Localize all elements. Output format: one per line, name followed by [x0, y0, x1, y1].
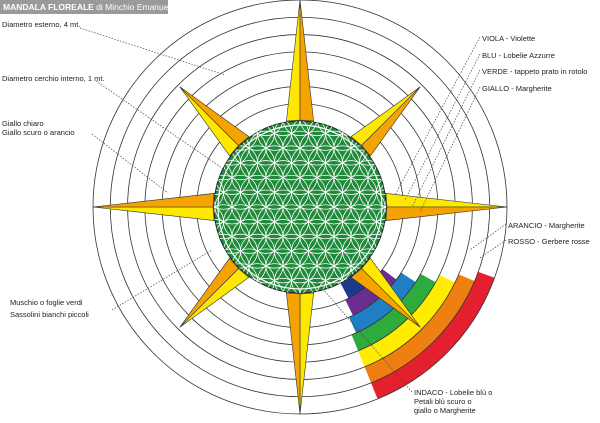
label-indaco-2: Petali blù scuro o [414, 397, 472, 406]
leader-lines [79, 27, 507, 393]
leader-line [479, 239, 507, 259]
leader-line [404, 53, 481, 201]
title-bar: MANDALA FLOREALE di Minchio Emanuela [0, 0, 175, 14]
label-viola: VIOLA - Violette [482, 34, 536, 43]
ray-orange [286, 292, 301, 415]
label-indaco: INDACO - Lobelie blù o Petali blù scuro … [414, 388, 492, 415]
ray-yellow [179, 268, 250, 328]
flower-circle [316, 121, 352, 137]
ray-orange [92, 193, 215, 208]
center-inner-ring [217, 124, 383, 290]
label-light-yellow: Giallo chiaro [2, 119, 44, 128]
flower-circle [265, 121, 301, 137]
label-moss: Muschio o foglie verdi [10, 298, 83, 307]
rainbow-band [349, 272, 416, 333]
rainbow-band [351, 273, 436, 351]
ray-yellow [385, 193, 508, 208]
flower-circle [282, 121, 318, 137]
label-yellow-ray: Giallo chiaro Giallo scuro o arancio [2, 119, 75, 137]
ray-orange [299, 0, 314, 122]
ray-orange [179, 86, 250, 146]
flower-circle [299, 121, 335, 137]
ray-yellow [92, 206, 215, 221]
ray-yellow [179, 86, 239, 157]
label-dark-yellow: Giallo scuro o arancio [2, 128, 75, 137]
flower-circle [299, 277, 335, 293]
flower-circle [265, 277, 301, 293]
ray-yellow [286, 0, 301, 122]
leader-line [394, 36, 481, 196]
label-rosso: ROSSO - Gerbere rosse [508, 237, 590, 246]
leader-line [419, 86, 481, 213]
leader-line [111, 249, 213, 311]
leader-line [91, 133, 169, 194]
rainbow-band [358, 275, 455, 367]
label-moss-pebbles: Muschio o foglie verdi Sassolini bianchi… [10, 297, 89, 321]
flower-circle [316, 277, 352, 293]
rainbow-band [364, 274, 475, 383]
ray-orange [179, 257, 239, 328]
label-arancio: ARANCIO - Margherite [508, 221, 585, 230]
label-giallo: GIALLO - Margherite [482, 84, 552, 93]
compass-rays [92, 0, 508, 415]
ray-orange [361, 86, 421, 157]
leader-line [95, 80, 233, 176]
label-indaco-3: giallo o Margherite [414, 406, 476, 415]
flower-circle [248, 121, 284, 137]
flower-circle [282, 277, 318, 293]
label-verde: VERDE - tappeto prato in rotolo [482, 67, 588, 76]
ray-yellow [299, 292, 314, 415]
ray-yellow [350, 86, 421, 146]
label-outer-diameter: Diametro esterno, 4 mt. [2, 20, 81, 29]
leader-line [469, 223, 507, 251]
leader-line [314, 279, 413, 393]
title-main: MANDALA FLOREALE [3, 2, 94, 12]
label-indaco-1: INDACO - Lobelie blù o [414, 388, 493, 397]
ray-orange [350, 268, 421, 328]
label-blu: BLU - Lobelie Azzurre [482, 51, 555, 60]
leader-line [411, 69, 481, 208]
title-author: di Minchio Emanuela [96, 2, 176, 12]
leader-line [79, 27, 226, 76]
ray-orange [385, 206, 508, 221]
label-inner-diameter: Diametro cerchio interno, 1 mt. [2, 74, 105, 83]
label-pebbles: Sassolini bianchi piccoli [10, 310, 89, 319]
flower-circle [248, 277, 284, 293]
